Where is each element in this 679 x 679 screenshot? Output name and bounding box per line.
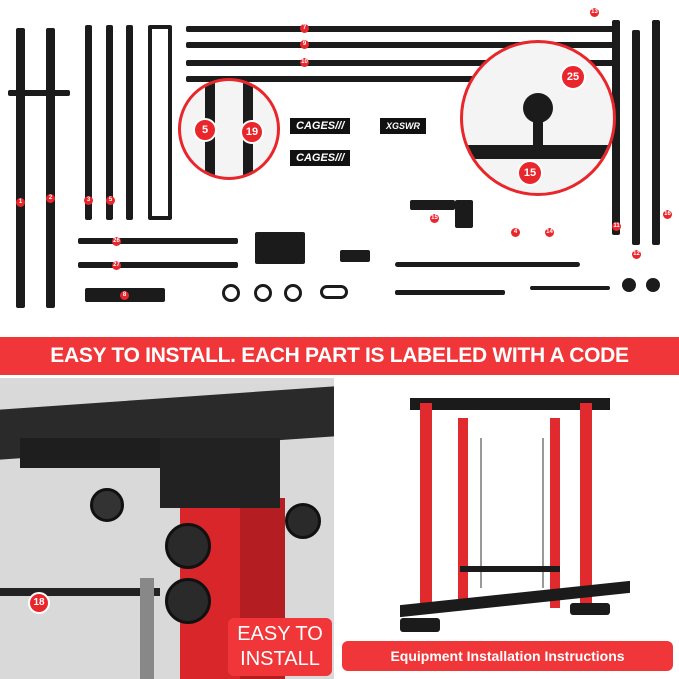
bar-27 (78, 262, 238, 268)
pulley (90, 488, 124, 522)
pulley (165, 578, 211, 624)
rope-coil-3 (284, 284, 302, 302)
part-tag: 27 (112, 261, 121, 270)
part-tag: 9 (300, 40, 309, 49)
badge-line-1: EASY TO (237, 623, 323, 645)
rack-caption: Equipment Installation Instructions (342, 641, 673, 671)
foot-cap-1 (622, 278, 636, 292)
rack-post (550, 418, 560, 608)
bracket (255, 232, 305, 264)
lat-bar (395, 262, 580, 267)
long-bar-9 (186, 42, 616, 48)
part-tag: 14 (545, 228, 554, 237)
part-tag: 1 (16, 198, 25, 207)
upright-4 (106, 25, 113, 220)
upright-2 (46, 28, 55, 308)
part-tag: 13 (590, 8, 599, 17)
pulley (165, 523, 211, 569)
part-tag: 11 (612, 222, 621, 231)
part-tag: 8 (120, 291, 129, 300)
plate-holder (340, 250, 370, 262)
part-tag: 5 (106, 196, 115, 205)
long-bar (186, 76, 586, 82)
right-upright-2 (632, 30, 640, 245)
badge-line-2: INSTALL (240, 648, 320, 670)
magnifier-tag-15: 15 (517, 160, 543, 186)
part-tag-18: 18 (28, 592, 50, 614)
part-tag: 3 (84, 196, 93, 205)
easy-install-badge: EASY TO INSTALL (228, 618, 332, 676)
parts-panel: CAGES/// CAGES/// XGSWR 1 2 3 5 7 9 10 1… (0, 0, 679, 330)
part-tag: 15 (430, 214, 439, 223)
upright-1 (16, 28, 25, 308)
part-tag: 16 (663, 210, 672, 219)
part-tag: 10 (300, 58, 309, 67)
long-bar-7 (186, 26, 616, 32)
closeup-panel: 18 EASY TO INSTALL (0, 378, 334, 679)
rack-panel: Equipment Installation Instructions (340, 378, 679, 679)
magnifier-tag-19: 19 (240, 120, 264, 144)
bar-26 (78, 238, 238, 244)
ladder (148, 25, 172, 220)
brand-plate: XGSWR (380, 118, 427, 134)
part-tag: 12 (632, 250, 641, 259)
magnifier-tag-25: 25 (560, 64, 586, 90)
pulley (285, 503, 321, 539)
rack-post (580, 403, 592, 603)
foot-cap-2 (646, 278, 660, 292)
name-plate-bottom: CAGES/// (290, 150, 351, 166)
part-tag: 7 (300, 24, 309, 33)
upright-3 (85, 25, 92, 220)
right-upright-3 (652, 20, 660, 245)
crossbar (8, 90, 70, 96)
rope-coil-1 (222, 284, 240, 302)
rope-handle (320, 285, 348, 299)
name-plate-top: CAGES/// (290, 118, 351, 134)
right-upright-1 (612, 20, 620, 235)
rack-post (458, 418, 468, 608)
dip-bar (455, 200, 473, 228)
upright-5 (126, 25, 133, 220)
install-banner: EASY TO INSTALL. EACH PART IS LABELED WI… (0, 337, 679, 375)
part-tag: 26 (112, 237, 121, 246)
long-bar-10 (186, 60, 616, 66)
curl-bar (395, 290, 505, 295)
landmine (410, 200, 455, 210)
part-tag: 2 (46, 194, 55, 203)
rack-post (420, 403, 432, 603)
magnifier-tag-5: 5 (193, 118, 217, 142)
straight-bar (530, 286, 610, 290)
rope-coil-2 (254, 284, 272, 302)
part-tag: 4 (511, 228, 520, 237)
